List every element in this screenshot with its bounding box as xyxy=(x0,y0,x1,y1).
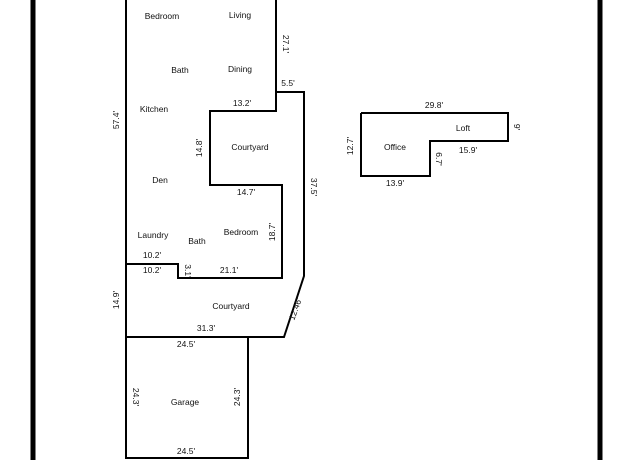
dimension-label: 13.2' xyxy=(233,98,252,108)
dimension-label: 14.7' xyxy=(237,187,256,197)
courtyard-inner-outline xyxy=(126,92,283,279)
dimension-label: 10.2' xyxy=(143,265,162,275)
dimension-label: 6.7' xyxy=(434,152,444,166)
room-label-courtyard-inner: Courtyard xyxy=(231,142,269,152)
dimension-label: 31.3' xyxy=(197,323,216,333)
room-label-office: Office xyxy=(384,142,406,152)
dimension-label: 24.3' xyxy=(232,388,242,407)
dimension-label: 13.9' xyxy=(386,178,405,188)
dimension-label: 21.1' xyxy=(220,265,239,275)
room-label-garage: Garage xyxy=(171,397,200,407)
dimension-label: 14.9' xyxy=(111,291,121,310)
dimension-label: 15.9' xyxy=(459,145,478,155)
dimension-label: 18.7' xyxy=(267,223,277,242)
room-label-kitchen: Kitchen xyxy=(140,104,169,114)
room-label-dining: Dining xyxy=(228,64,252,74)
office-loft-outline xyxy=(360,112,509,177)
dimension-label: 24.3' xyxy=(131,388,141,407)
dimension-label: 3.1' xyxy=(183,264,193,278)
dimension-label: 57.4' xyxy=(111,111,121,130)
dimension-label: 24.5' xyxy=(177,446,196,456)
room-label-living: Living xyxy=(229,10,251,20)
room-label-bedroom-north: Bedroom xyxy=(145,11,180,21)
dimension-label: 9' xyxy=(512,124,522,131)
dimension-label: 10.2' xyxy=(143,250,162,260)
room-label-loft: Loft xyxy=(456,123,471,133)
garage-outline xyxy=(125,336,249,459)
room-label-bath-south: Bath xyxy=(188,236,206,246)
dimension-label: 27.1' xyxy=(281,35,291,54)
room-label-bath-north: Bath xyxy=(171,65,189,75)
dimension-label: 29.8' xyxy=(425,100,444,110)
dimension-label: 5.5' xyxy=(281,78,295,88)
room-label-bedroom-south: Bedroom xyxy=(224,227,259,237)
dimension-label: 14.8' xyxy=(194,139,204,158)
dimension-label: 12.7' xyxy=(345,137,355,156)
dimension-label: 37.5' xyxy=(309,178,319,197)
dimension-label: 24.5' xyxy=(177,339,196,349)
dimension-label: 12.46' xyxy=(287,296,304,321)
room-label-courtyard-south: Courtyard xyxy=(212,301,250,311)
room-label-laundry: Laundry xyxy=(138,230,169,240)
main-house-outline xyxy=(125,0,305,338)
room-label-den: Den xyxy=(152,175,168,185)
